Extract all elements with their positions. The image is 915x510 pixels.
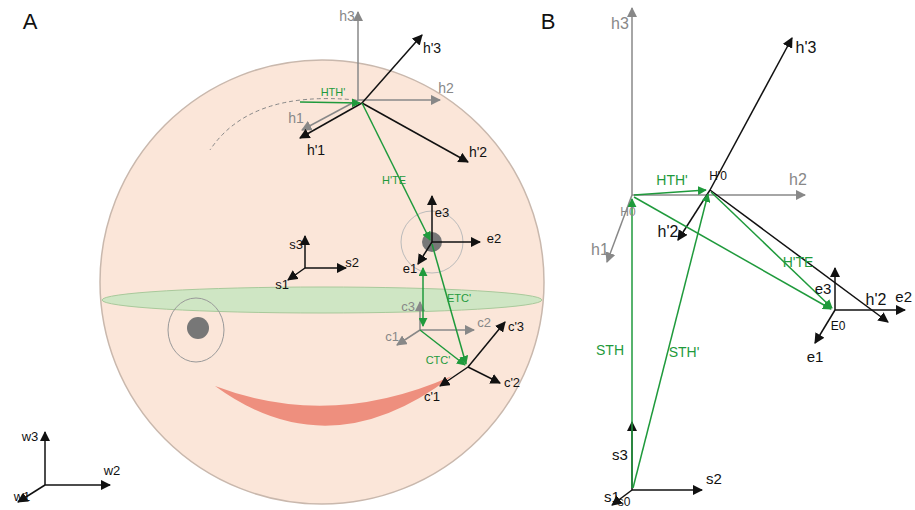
frame-label: s2 [706,471,722,486]
frame-label: e1 [403,262,417,275]
frame-label: h1 [591,242,609,258]
frame-label: e1 [807,349,824,364]
frame-label: B [541,11,556,33]
frame-label: STH [596,343,624,357]
frame-label: s0 [618,496,631,508]
frame-label: H'TE [783,255,814,269]
frame-label: HTH' [321,87,346,98]
frame-label: E0 [831,320,846,332]
frame-label: s1 [275,278,289,291]
frame-label: HTH' [656,173,687,187]
frame-label: h2 [789,172,807,188]
frame-label: s2 [345,256,359,269]
frame-label: w3 [22,430,39,443]
frame-label: H0 [620,206,635,218]
frame-label: h3 [339,9,355,23]
frame-label: h'3 [796,40,817,56]
frame-label: CTC' [426,355,451,366]
frame-label: e3 [435,206,449,219]
frame-label: h1 [288,111,304,125]
frame-label: c1 [385,330,399,343]
frame-label: h2 [438,81,454,95]
frame-label: h'2 [469,145,487,159]
frame-label: e2 [487,232,501,245]
frame-label: H'0 [709,170,727,182]
frame-label: s1 [604,489,620,504]
frame-label: h'2 [658,224,679,240]
frame-label: H'TE [382,175,406,186]
frame-label: s3 [289,238,303,251]
frame-label: A [23,11,38,33]
frame-label: e3 [815,281,832,296]
frame-label: c'2 [504,376,520,389]
frame-label: w1 [14,490,31,503]
frame-label: ETC' [447,293,471,304]
frame-label: w2 [104,464,121,477]
frame-label: c3 [401,300,415,313]
frame-label: e2 [895,289,912,304]
frame-label: c'3 [508,320,524,333]
frame-label: h'2 [866,292,887,308]
frame-label: h'3 [423,41,441,55]
frame-label: h'1 [307,143,325,157]
frame-label: h3 [611,16,629,32]
frame-label: s3 [612,447,628,462]
frame-label: c2 [477,316,491,329]
frame-label: c'1 [424,390,440,403]
frame-label: STH' [669,345,700,359]
